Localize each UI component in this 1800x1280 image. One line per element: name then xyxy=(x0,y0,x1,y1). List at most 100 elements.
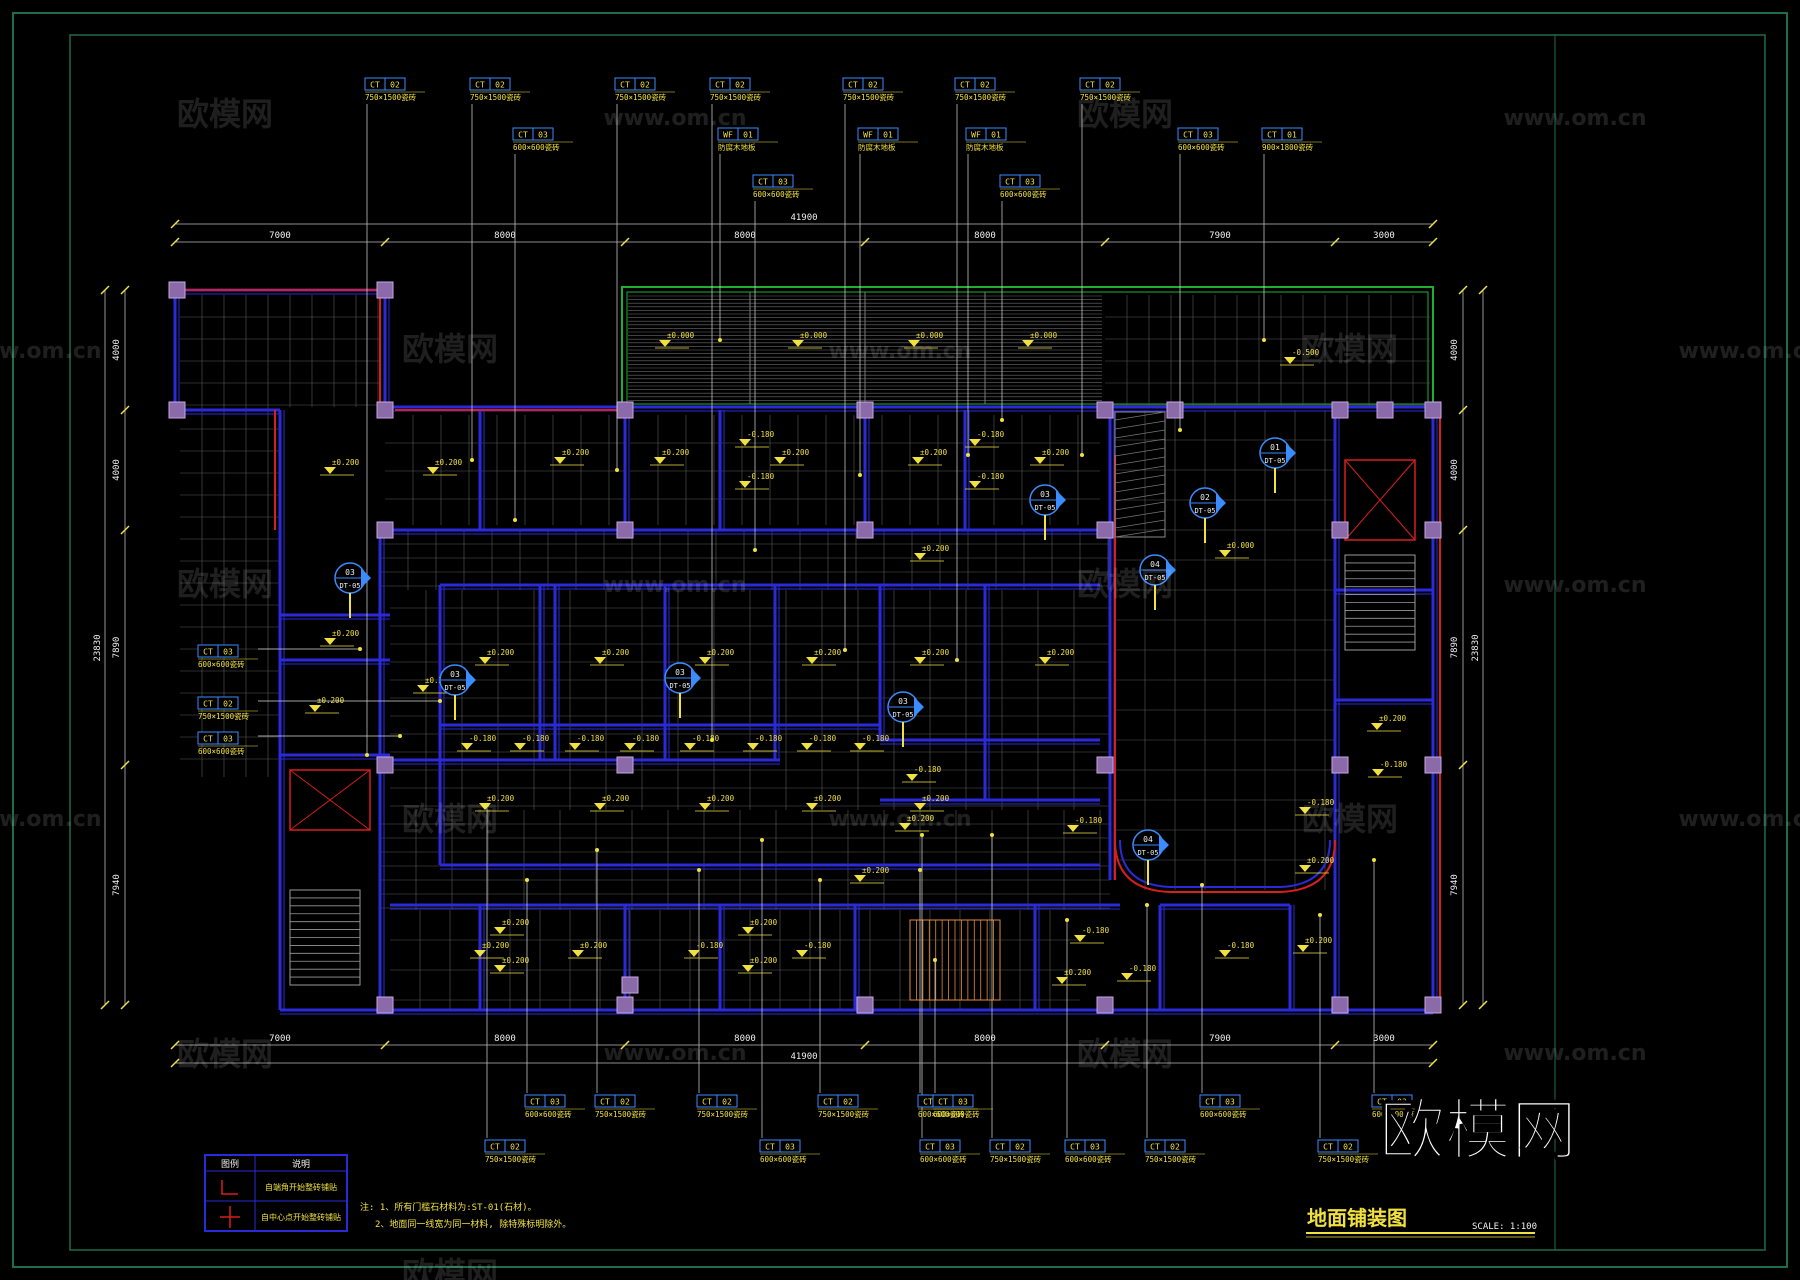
elevation-mark: -0.180 xyxy=(1070,926,1110,944)
hatch-line xyxy=(1114,474,1166,484)
section-number: 03 xyxy=(450,670,460,679)
hatch-line xyxy=(1114,447,1166,457)
tag-code: CT xyxy=(1205,1098,1215,1107)
section-number: 01 xyxy=(1270,443,1280,452)
dim-tick xyxy=(860,1040,870,1050)
structural-column xyxy=(1331,401,1349,419)
section-ref: DT-05 xyxy=(1194,507,1215,515)
elevation-mark: ±0.000 xyxy=(788,331,828,349)
tag-spec: 600×600瓷砖 xyxy=(198,659,245,669)
dim-tick xyxy=(170,237,180,247)
tag-code: CT xyxy=(475,81,485,90)
staircase xyxy=(909,919,1001,1001)
dim-tick xyxy=(1428,1058,1438,1068)
elevation-triangle xyxy=(1219,950,1231,957)
elevation-value: ±0.200 xyxy=(920,448,948,457)
structural-column xyxy=(1166,401,1184,419)
elevation-triangle xyxy=(739,439,751,446)
watermark-url: www.om.cn xyxy=(1503,573,1646,598)
section-arrow xyxy=(1159,835,1169,855)
elevation-value: ±0.200 xyxy=(482,941,510,950)
tag-number: 01 xyxy=(991,131,1001,140)
elevation-mark: -0.180 xyxy=(902,765,942,783)
elevator-shaft xyxy=(289,769,371,831)
hatch-line xyxy=(1114,420,1166,430)
tag-spec: 750×1500瓷砖 xyxy=(697,1109,749,1119)
dim-bottom-total: 41900 xyxy=(170,1052,1438,1068)
tag-number: 02 xyxy=(735,81,745,90)
elevation-triangle xyxy=(659,340,671,347)
tag-number: 02 xyxy=(620,1098,630,1107)
leader-dot xyxy=(1178,428,1182,432)
staircase xyxy=(289,889,361,986)
elevation-mark: ±0.200 xyxy=(1030,448,1070,466)
elevation-triangle xyxy=(514,743,526,750)
elevation-mark: ±0.200 xyxy=(423,458,463,476)
dim-tick xyxy=(620,1040,630,1050)
elevation-triangle xyxy=(554,457,566,464)
legend-desc-header: 说明 xyxy=(292,1158,310,1170)
structural-column xyxy=(1424,401,1442,419)
drawing-frame-outer xyxy=(12,12,1788,1268)
dim-tick xyxy=(1458,285,1468,295)
dim-label: 4000 xyxy=(1450,459,1460,481)
section-arrow xyxy=(466,670,476,690)
elevation-value: -0.180 xyxy=(696,941,724,950)
elevation-value: -0.180 xyxy=(1307,798,1335,807)
elevation-triangle xyxy=(969,439,981,446)
dim-tick xyxy=(1330,237,1340,247)
hatch-line xyxy=(1114,483,1166,493)
section-number: 03 xyxy=(898,697,908,706)
elevation-value: -0.180 xyxy=(469,734,497,743)
elevation-value: ±0.200 xyxy=(1305,936,1333,945)
structural-column xyxy=(1331,756,1349,774)
structural-column xyxy=(1424,756,1442,774)
tag-code: CT xyxy=(848,81,858,90)
elevation-triangle xyxy=(699,803,711,810)
elevation-mark: -0.180 xyxy=(684,941,724,959)
dim-tick xyxy=(1458,525,1468,535)
elevation-value: -0.180 xyxy=(747,472,775,481)
watermark-url: www.om.cn xyxy=(0,807,102,832)
elevation-mark: -0.180 xyxy=(680,734,720,752)
elevation-triangle xyxy=(1034,457,1046,464)
elevation-triangle xyxy=(796,950,808,957)
elevation-value: ±0.200 xyxy=(562,448,590,457)
elevation-triangle xyxy=(742,965,754,972)
elevation-mark: ±0.200 xyxy=(320,458,360,476)
elevation-value: -0.180 xyxy=(977,472,1005,481)
section-ref: DT-05 xyxy=(339,582,360,590)
note-line-1: 注: 1、所有门槛石材料为:ST-01(石材)。 xyxy=(360,1201,537,1213)
elevation-mark: ±0.200 xyxy=(650,448,690,466)
tag-number: 02 xyxy=(1343,1143,1353,1152)
tag-code: WF xyxy=(863,131,873,140)
elevation-triangle xyxy=(1039,657,1051,664)
brand-watermark-large: 欧模网 xyxy=(1379,1092,1577,1169)
elevation-value: -0.180 xyxy=(747,430,775,439)
tag-code: CT xyxy=(758,178,768,187)
elevation-value: -0.180 xyxy=(1380,760,1408,769)
dim-tick xyxy=(620,237,630,247)
elevation-triangle xyxy=(569,743,581,750)
elevation-value: -0.180 xyxy=(577,734,605,743)
elevation-mark: -0.180 xyxy=(1368,760,1408,778)
elevation-triangle xyxy=(1121,973,1133,980)
leader-dot xyxy=(1080,453,1084,457)
elevation-mark: -0.180 xyxy=(735,472,775,490)
elevation-mark: -0.180 xyxy=(792,941,832,959)
tag-spec: 600×600瓷砖 xyxy=(198,746,245,756)
